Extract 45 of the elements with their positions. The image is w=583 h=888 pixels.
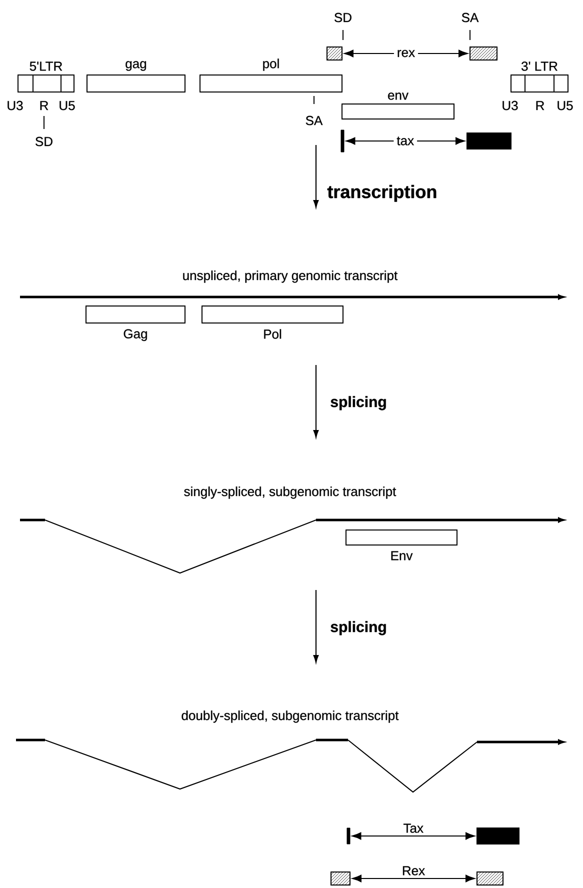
node-label: pol [263,58,279,71]
site-label: SA [462,12,479,22]
gene-box: gag [86,61,186,92]
edge-label: Tax [403,824,424,833]
exon-box [476,828,520,844]
gene-box: Pol [202,306,344,339]
node-label: 5'LTR [30,62,62,71]
node-label: 3' LTR [522,62,558,71]
node-label: env [388,92,408,100]
transcript-title: singly-spliced, subgenomic transcript [184,486,396,499]
transcript-title: doubly-spliced, subgenomic transcript [182,710,399,723]
step-label: transcription [327,184,436,202]
site-label: U5 [558,101,573,110]
gene-box: Gag [86,306,186,341]
exon-box [330,872,350,886]
gene-box: pol [200,58,342,92]
step-label: splicing [330,396,386,410]
gene-box: Env [346,530,458,560]
site-label: U3 [8,100,23,110]
double-arrow [352,832,475,840]
site-label: U5 [60,101,75,110]
site-label: R [536,101,544,110]
site-label: U3 [502,100,518,110]
exon-box [326,46,342,60]
double-arrow [344,50,468,58]
node-label: Env [391,551,413,560]
exon-box [466,132,512,150]
gene-box: env [342,92,454,120]
double-arrow [352,874,475,882]
site-label: SD [36,136,52,146]
exon-box [470,46,498,60]
node-label: Pol [264,329,282,339]
site-bar [346,828,350,844]
step-label: splicing [330,621,386,636]
site-label: SA [306,116,323,126]
exon-box [476,872,504,886]
site-label: SD [334,12,352,22]
transcript-title: unspliced, primary genomic transcript [183,270,398,283]
site-bar [340,130,344,152]
node-label: gag [126,61,146,71]
double-arrow [346,137,465,145]
edge-label: Rex [403,866,425,876]
gene-box: 5'LTR [18,62,74,92]
gene-box: 3' LTR [510,62,568,92]
node-label: Gag [124,329,147,341]
